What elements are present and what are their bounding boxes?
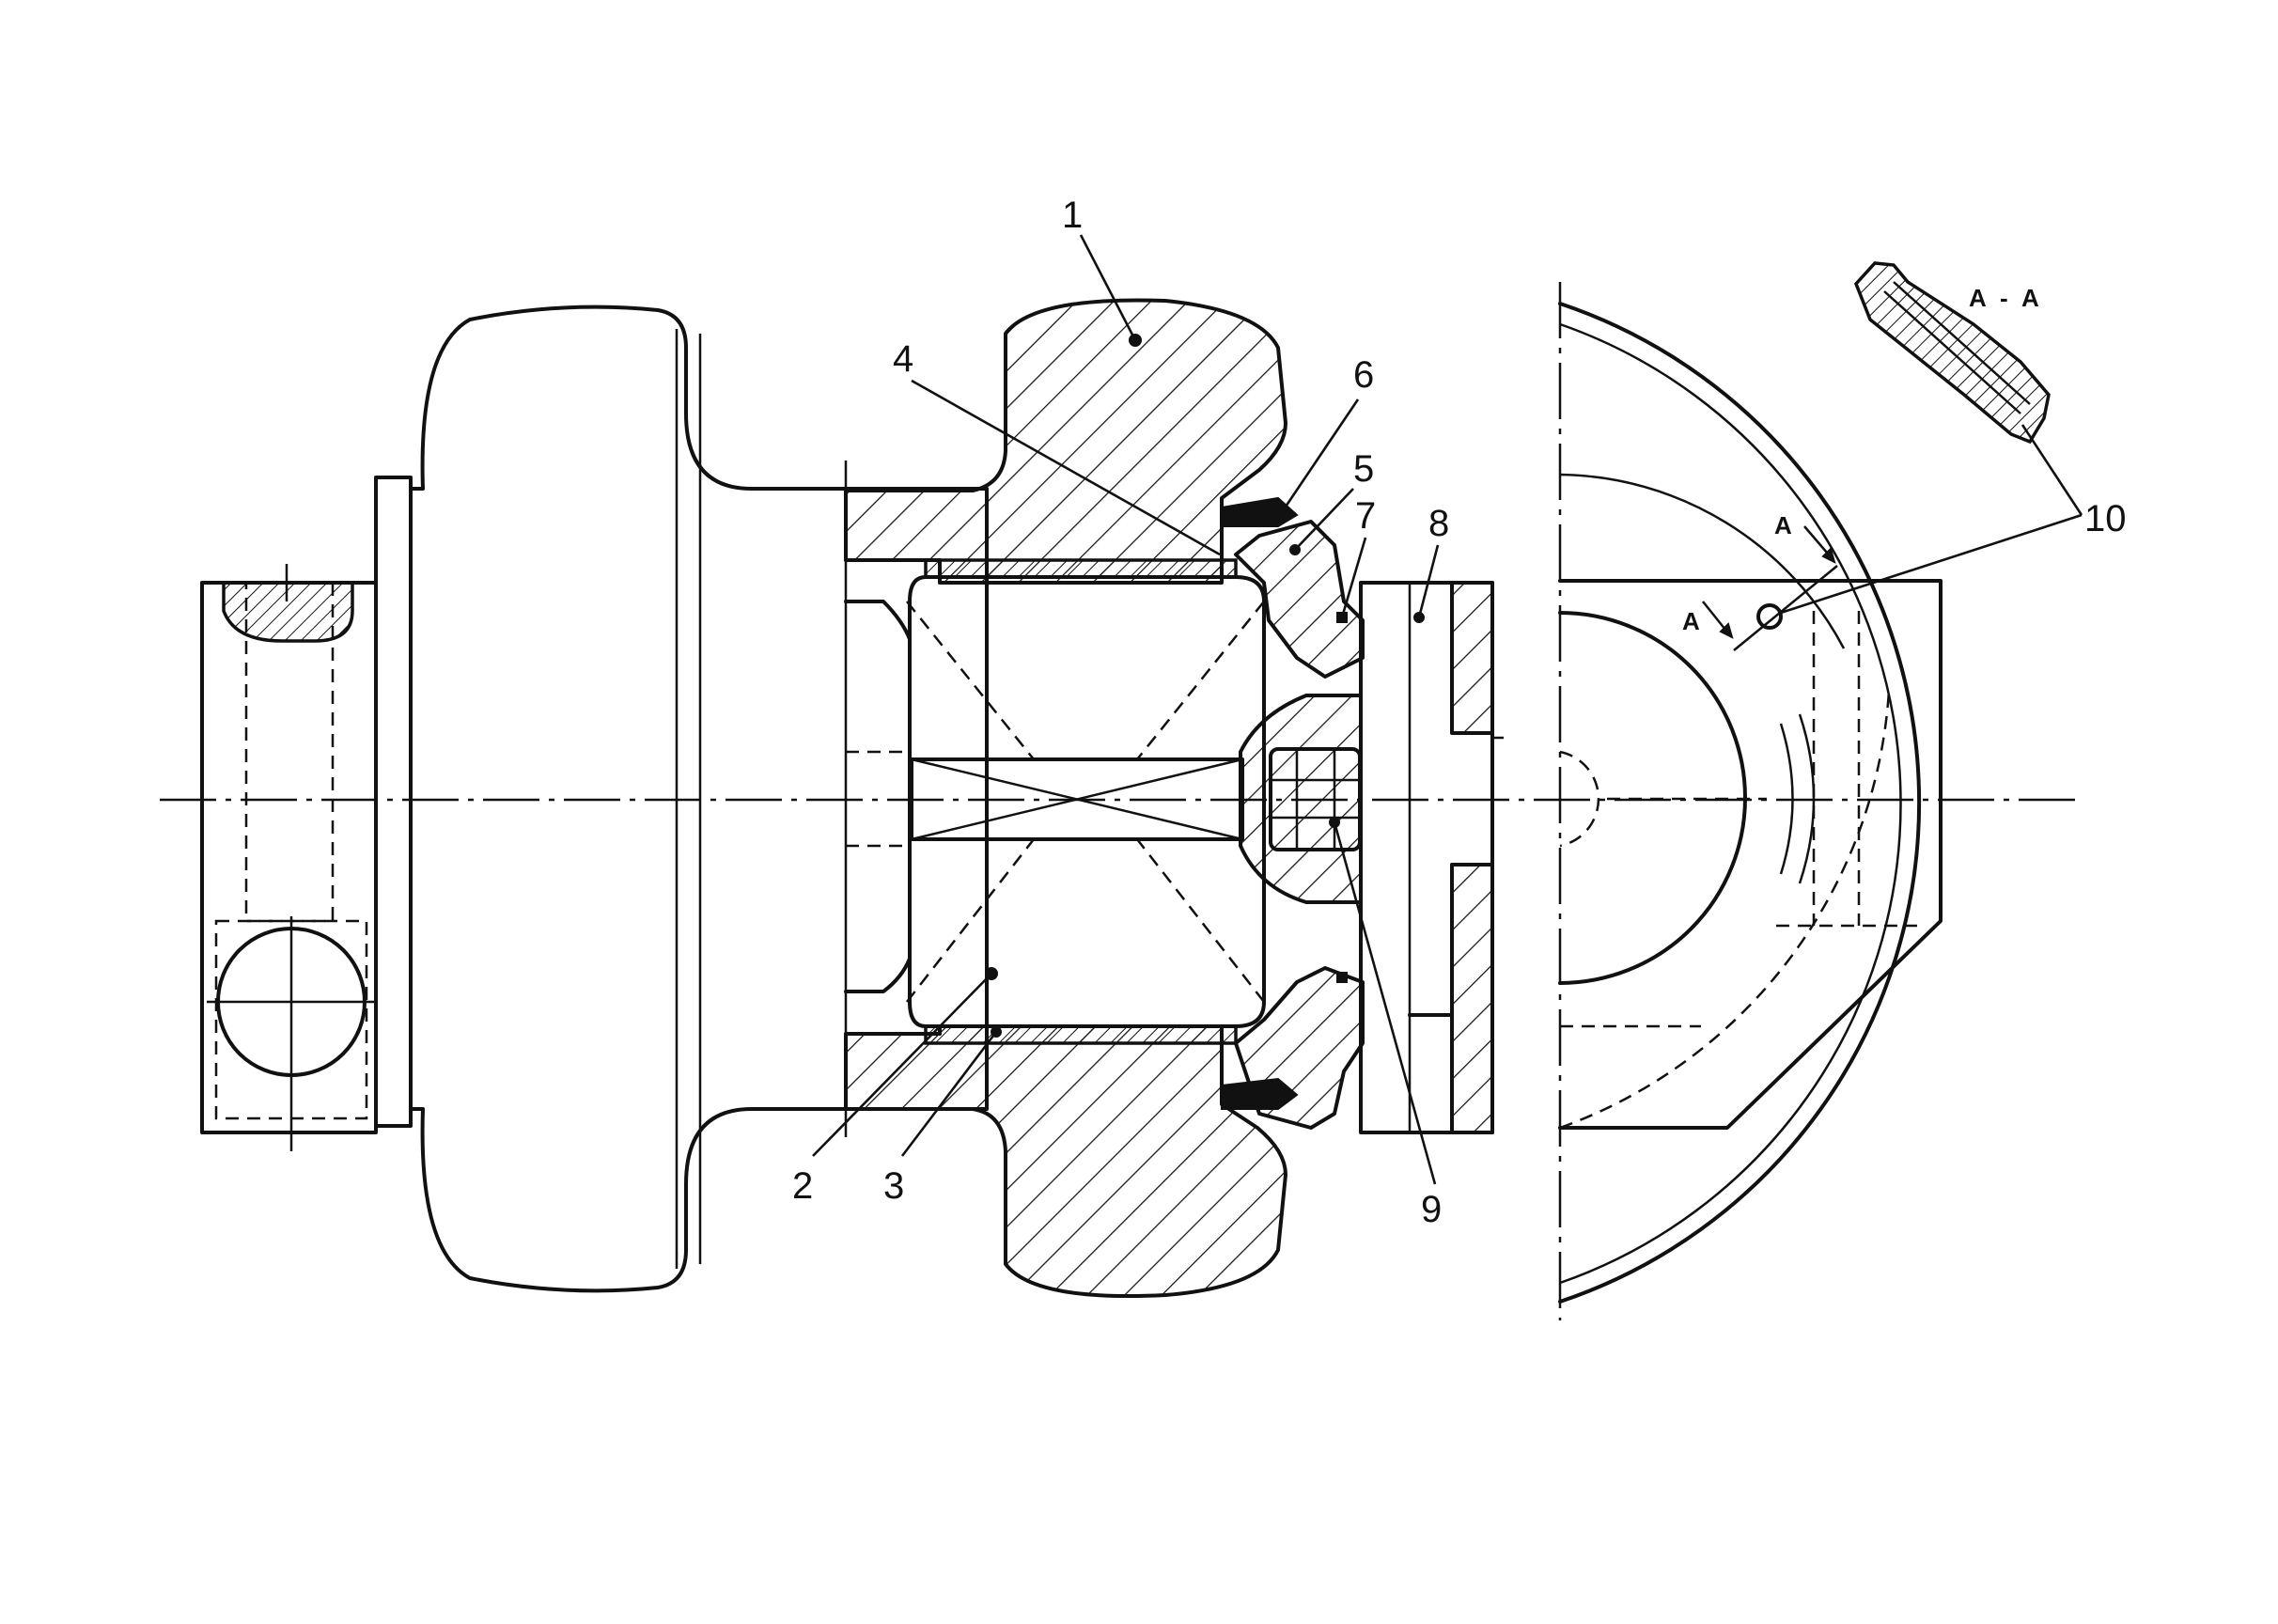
callout-8: 8 [1428,503,1449,544]
section-arrow-label-upper: A [1774,511,1796,539]
section-aa-label: A - A [1969,284,2043,312]
callouts: 1 2 3 4 5 6 7 8 9 10 [792,195,2127,1230]
callout-6: 6 [1353,354,1374,396]
end-cap [1239,581,1504,1134]
callout-2: 2 [792,1165,813,1207]
callout-4: 4 [893,338,913,380]
leader-lines [812,234,2083,1185]
left-wheel [409,304,989,1293]
callout-5: 5 [1353,448,1374,490]
callout-9: 9 [1421,1189,1442,1230]
callout-7: 7 [1355,495,1376,537]
section-aa-detail [1853,261,2051,445]
section-arrow-label-lower: A [1682,607,1704,635]
callout-10: 10 [2084,498,2127,539]
callout-1: 1 [1062,195,1083,236]
end-view [1558,282,1943,1320]
hub-section [844,298,1287,1299]
shaft-end-bracket [200,476,413,1151]
callout-3: 3 [883,1165,904,1207]
